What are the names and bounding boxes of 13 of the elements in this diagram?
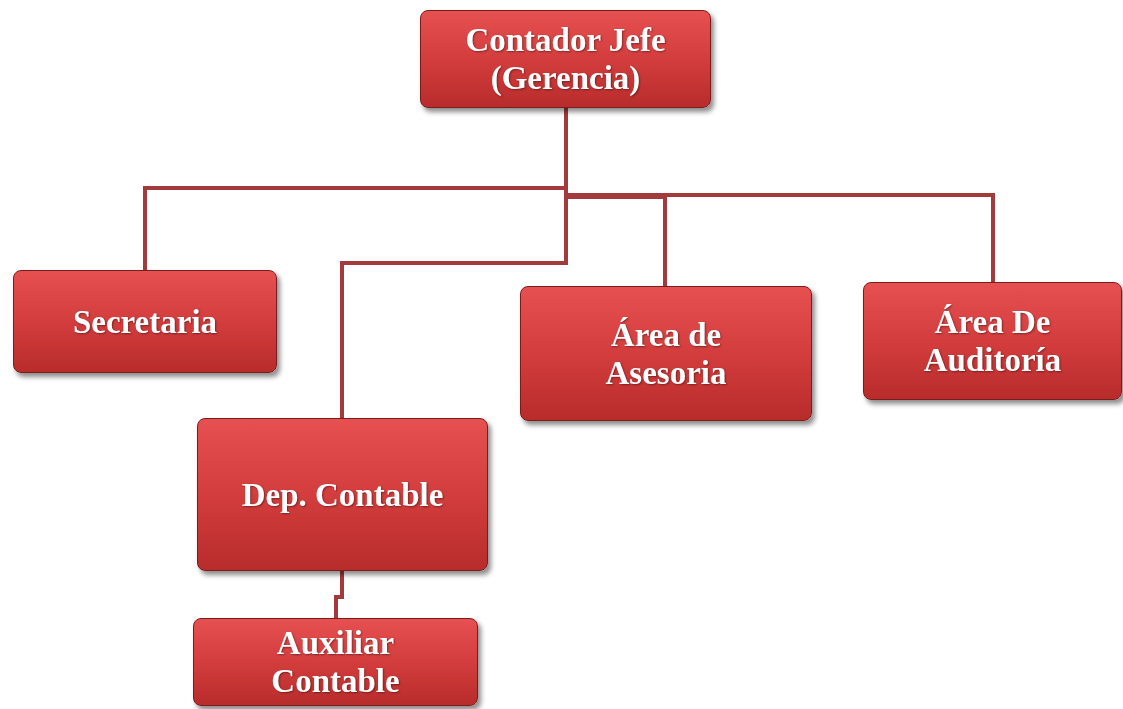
box-label: Dep. Contable bbox=[241, 475, 444, 514]
box-label: Área de Asesoria bbox=[604, 315, 728, 392]
org-box bbox=[193, 618, 478, 706]
org-box bbox=[197, 418, 488, 571]
org-box bbox=[13, 270, 277, 373]
org-box bbox=[863, 282, 1122, 400]
box-label: Auxiliar Contable bbox=[270, 624, 401, 700]
box-label: Secretaria bbox=[72, 302, 218, 341]
org-box bbox=[520, 286, 812, 421]
connector-line bbox=[334, 571, 344, 618]
box-label: Contador Jefe (Gerencia) bbox=[464, 21, 667, 97]
org-box bbox=[420, 10, 711, 108]
box-label: Área De Auditoría bbox=[922, 303, 1063, 379]
